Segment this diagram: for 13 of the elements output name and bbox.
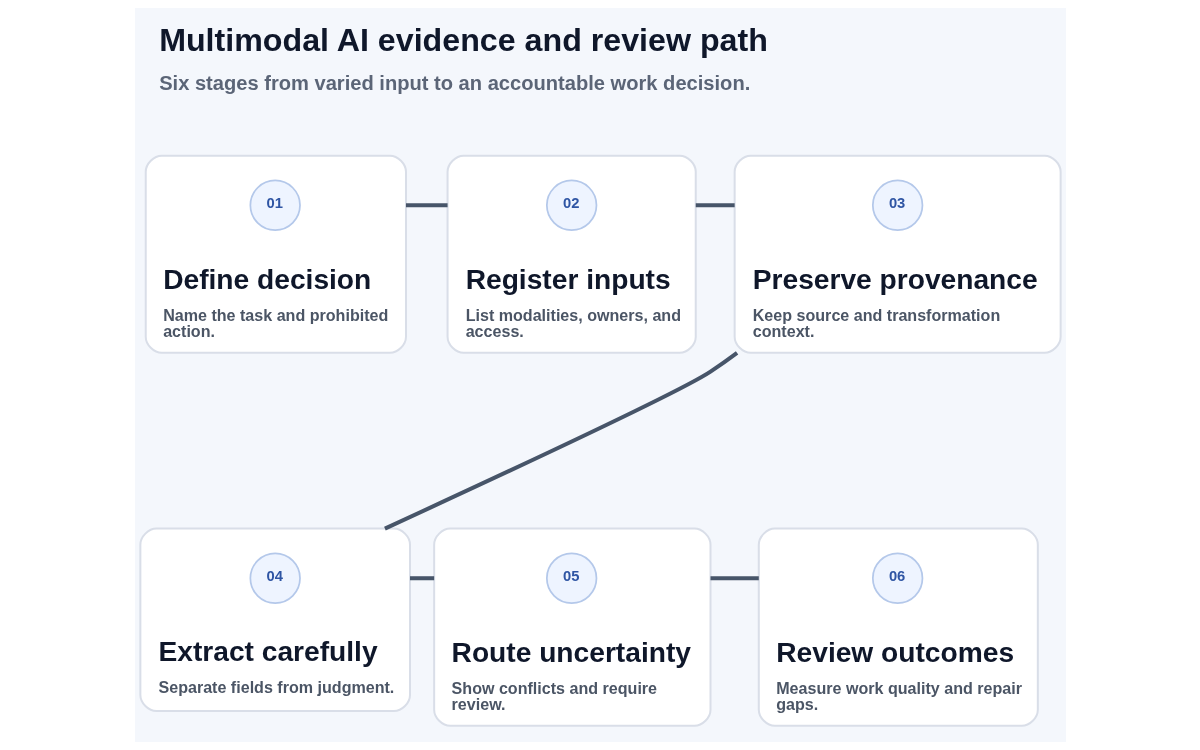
node-circle: 06: [871, 552, 923, 604]
node-circle: 03: [871, 179, 923, 231]
connector: [383, 351, 738, 531]
connector: [695, 203, 735, 208]
node-circle: 05: [545, 552, 597, 604]
caption: Six stages from varied input to an accountable work decision.: [158, 71, 750, 94]
connector: [405, 203, 448, 208]
connector: [710, 576, 759, 581]
connector: [409, 576, 434, 581]
node-circle: 01: [249, 179, 301, 231]
node-circle: 04: [249, 552, 301, 604]
node-circle: 02: [545, 179, 597, 231]
diagram-title: Multimodal AI evidence and review path: [158, 22, 768, 59]
